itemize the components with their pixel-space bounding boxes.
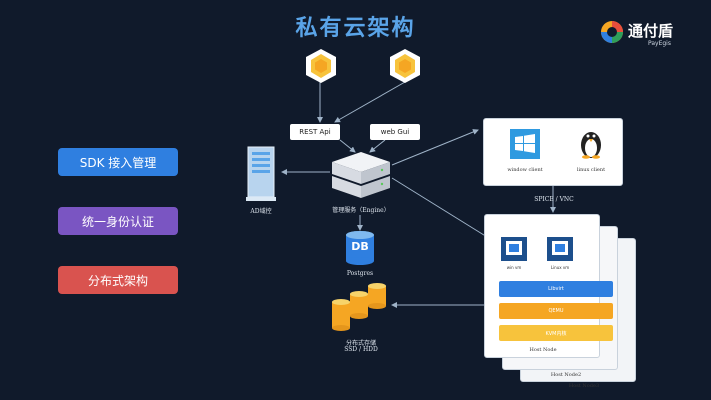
kvm-row: KVM内核: [499, 325, 613, 341]
hexagon-node-icon: [306, 49, 336, 83]
storage-label-line2: SSD / HDD: [344, 346, 378, 353]
brand-logo: 通付盾 PayEgis: [600, 18, 700, 48]
distributed-arch-button[interactable]: 分布式架构: [58, 266, 178, 294]
hexagon-node-icon: [390, 49, 420, 83]
web-gui-label: web Gui: [370, 124, 420, 140]
win-vm-label: win vm: [506, 265, 522, 270]
logo-subtext: PayEgis: [648, 40, 671, 47]
host-node-card-1: win vm Linux vm Libvirt QEMU KVM内核 Host …: [484, 214, 613, 358]
window-client-label: window client: [507, 167, 543, 173]
linux-penguin-icon: [581, 132, 601, 159]
libvirt-row: Libvirt: [499, 281, 613, 297]
win-vm-icon: [501, 237, 527, 261]
db-badge: DB: [351, 240, 369, 253]
logo-text: 通付盾: [628, 22, 674, 40]
linux-vm-label: Linux vm: [550, 265, 570, 270]
linux-client-label: linux client: [576, 167, 606, 173]
identity-auth-button[interactable]: 统一身份认证: [58, 207, 178, 235]
ad-server-icon: [246, 146, 276, 201]
rest-api-label: REST Api: [290, 124, 340, 140]
host-node3-label: Host Node3: [568, 383, 600, 389]
host-node2-label: Host Node2: [550, 372, 582, 378]
logo-shield-icon: [601, 21, 623, 43]
client-panel: window client linux client: [483, 118, 623, 186]
ad-label: AD域控: [250, 208, 272, 215]
qemu-row: QEMU: [499, 303, 613, 319]
page-title: 私有云架构: [295, 16, 416, 41]
storage-label-line1: 分布式存储: [345, 340, 376, 347]
database-icon: [346, 231, 374, 265]
host-node-label: Host Node: [529, 347, 557, 353]
db-label: Postgres: [346, 270, 374, 277]
windows-icon: [510, 129, 540, 159]
engine-server-icon: [332, 152, 390, 198]
engine-label: 管理服务（Engine）: [332, 207, 390, 214]
protocol-label: SPICE / VNC: [534, 196, 574, 203]
linux-vm-icon: [547, 237, 573, 261]
storage-cluster-icon: [332, 283, 386, 331]
sdk-access-button[interactable]: SDK 接入管理: [58, 148, 178, 176]
